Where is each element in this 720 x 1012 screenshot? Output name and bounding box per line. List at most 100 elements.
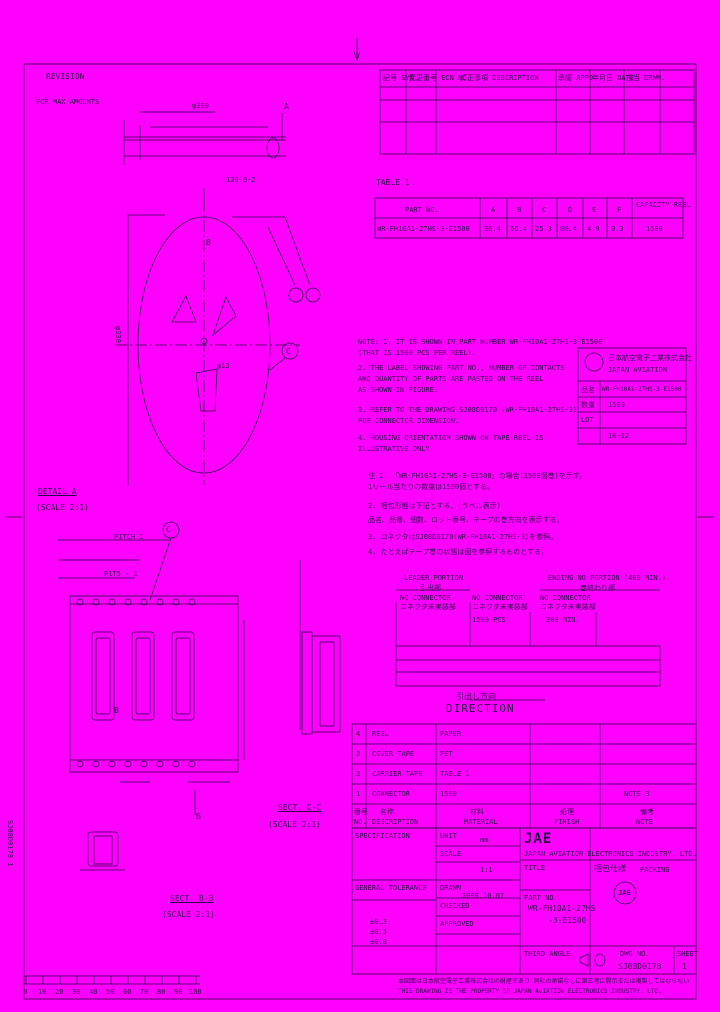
detail-pitch-sub: P1T5 - 1 xyxy=(104,570,138,578)
tb-drawn-date: 2008.10.07 xyxy=(462,892,505,900)
table1-val-e: 4.9 xyxy=(587,225,600,233)
rev-col-appd: 承認 APPD. xyxy=(558,74,598,82)
feed-direction-jp: 引出し方向 xyxy=(456,692,496,701)
sheet-border xyxy=(23,63,697,1000)
rev-col-drwn: 担当 DRWN. xyxy=(626,74,666,82)
tb-company-logo: JAE xyxy=(524,831,553,847)
table1-h-f: F xyxy=(617,206,622,214)
tb-tolerance-label: GENERAL TOLERANCE xyxy=(355,884,427,892)
dim-span: 120 0-2 xyxy=(226,176,256,184)
tb-unit-value: mm xyxy=(480,836,489,844)
tb-part-line1: WR-FH10A1-27HS xyxy=(528,904,596,913)
table1-val-a: 36.4 xyxy=(484,225,501,233)
tb-logo: JAE xyxy=(618,889,631,897)
feed-trailer-sub: 巻終わり部 xyxy=(580,584,615,592)
tb-company-full: JAPAN AVIATION ELECTRONICS INDUSTRY, LTD… xyxy=(524,850,697,858)
tb-dwg-value: SJ08D0178 xyxy=(618,962,662,971)
label-box-company-en: JAPAN AVIATION xyxy=(608,366,668,374)
label-b: B xyxy=(206,238,211,247)
tb-spec-label: SPECIFICATION xyxy=(355,832,410,840)
tb-tol-2: ±0.5 xyxy=(370,928,387,936)
title-block xyxy=(351,827,697,975)
table1-title: TABLE 1 xyxy=(376,178,410,187)
tb-checked-label: CHECKED xyxy=(440,902,470,910)
tb-dwg-label: DWG NO. xyxy=(620,950,650,958)
revision-table-frame xyxy=(379,69,695,155)
tb-part-label: PART NO. xyxy=(524,894,558,902)
label-box-f2-value: 1500 xyxy=(608,401,625,409)
tb-sheet-value: 1 xyxy=(682,962,687,971)
table1-val-d: 80.4 xyxy=(560,225,577,233)
sect-cc-scale: (SCALE 2:1) xyxy=(268,820,321,829)
label-a: A xyxy=(284,102,289,111)
table1-val-b: 56.4 xyxy=(510,225,527,233)
label-box-company: 日本航空電子工業株式会社 xyxy=(608,354,692,362)
label-box-f3-label: LOT xyxy=(581,416,594,424)
tb-title-en: PACKING xyxy=(640,866,670,874)
feed-qty: 1500 PCS xyxy=(472,616,506,624)
sect-cc-title: SECT. C-C xyxy=(278,803,322,812)
tb-drawn-label: DRAWN xyxy=(440,884,462,892)
tb-part-line2: -3-E1500 xyxy=(548,916,587,925)
tb-projection: THIRD ANGLE xyxy=(524,950,571,958)
feed-trailer-label: ENDING NO PORTION (400 MIN.) xyxy=(548,574,667,582)
feed-leader-label: LEADER PORTION xyxy=(404,574,464,582)
rev-col-ecn: 変更番号 ECN NO. xyxy=(409,74,471,82)
table1-h-d: D xyxy=(568,206,573,214)
table1-h-cap: CAPACITY REEL xyxy=(636,201,691,209)
table1-h-b: B xyxy=(517,206,522,214)
detail-a-scale: (SCALE 2:1) xyxy=(36,503,89,512)
table1-h-e: E xyxy=(592,206,597,214)
rev-col-sym: 記号 SYM. xyxy=(383,74,419,82)
label-box-f3-value: 10-12 xyxy=(608,432,630,440)
detail-label-b2: B xyxy=(196,812,201,821)
detail-label-b: B xyxy=(114,706,119,715)
table1-h-part: PART NO. xyxy=(405,206,439,214)
table1-val-c: 25.3 xyxy=(535,225,552,233)
footer-en: THIS DRAWING IS THE PROPERTY OF JAPAN AV… xyxy=(398,988,662,995)
tb-sheet-label: SHEET xyxy=(677,950,699,958)
tb-title-value: 梱包仕様 xyxy=(594,864,626,873)
tb-scale-value: 1:1 xyxy=(480,866,493,874)
detail-label-c: C xyxy=(166,525,171,534)
footer-jp: 本図面は日本航空電子工業株式会社の財産であり 同社の承諾なしに第三者に開示または… xyxy=(398,978,690,985)
feed-end-sub: コネクタ未実装部 xyxy=(472,603,528,611)
tb-tol-1: ±0.3 xyxy=(370,918,387,926)
rev-col-desc: 訂正事項 DESCRIPTION xyxy=(460,74,539,82)
feed-empty-label: NO CONNECTOR xyxy=(400,594,451,602)
rev-col-date: 年月日 DATE xyxy=(592,74,635,82)
ruler-ticks xyxy=(25,976,197,984)
dim-center: φ13 xyxy=(217,362,230,370)
top-note: FOR MAX AMOUNTS xyxy=(36,98,100,106)
table1-val-f: 0.3 xyxy=(611,225,624,233)
bom-note-cell: NOTE 3 xyxy=(624,790,650,798)
detail-pitch: PITCH 1 xyxy=(114,533,144,541)
feed-end-dim: 200 MIN. xyxy=(546,616,580,624)
label-box-f1-value: WR-FH10A1-27HS-3-E1500 xyxy=(602,386,682,393)
feed-end-sub-2: コネクタ未実装部 xyxy=(540,603,596,611)
feed-end-label-2: NO CONNECTOR xyxy=(540,594,591,602)
reel-label-box xyxy=(577,347,687,445)
sprocket-holes-top xyxy=(76,598,196,606)
sprocket-holes-bottom xyxy=(76,760,196,768)
feed-empty-sub: コネクタ未実装部 xyxy=(400,603,456,611)
revision-heading: REVISION xyxy=(46,72,85,81)
detail-a-title: DETAIL A xyxy=(38,487,77,496)
dim-top: φ380 xyxy=(192,102,209,110)
label-box-f2-label: 数量 xyxy=(581,401,595,409)
tb-title-label: TITLE xyxy=(524,864,546,872)
feed-end-label: NO CONNECTOR xyxy=(472,594,523,602)
tb-unit-label: UNIT xyxy=(440,832,457,840)
table1-h-c: C xyxy=(542,206,547,214)
tb-tol-3: ±0.8 xyxy=(370,938,387,946)
feed-leader-sub: 引出部 xyxy=(420,584,441,592)
table1-part: WR-FH10A1-27HS-3-E1500 xyxy=(377,225,470,233)
label-box-f1-label: 品名 xyxy=(581,386,595,394)
sect-bb-title: SECT. B-B xyxy=(170,894,214,903)
side-drawing-number: SJ08D0178 1 xyxy=(6,820,14,867)
tb-scale-label: SCALE xyxy=(440,850,462,858)
feed-direction: DIRECTION xyxy=(446,702,515,715)
detail-a-frame xyxy=(69,595,239,773)
